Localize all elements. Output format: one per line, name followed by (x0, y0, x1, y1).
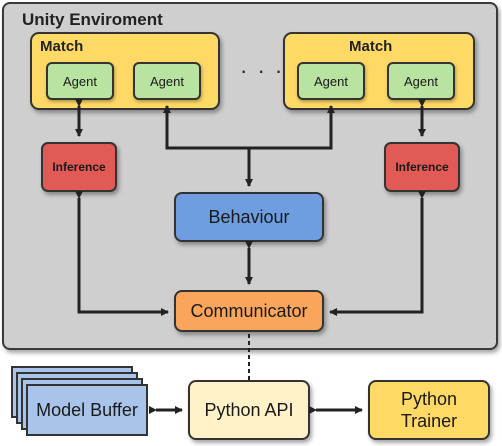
environment-title: Unity Enviroment (22, 10, 163, 29)
agent-left-1: Agent (46, 62, 114, 100)
model-buffer-box: Model Buffer (26, 384, 148, 436)
python-api-box: Python API (188, 380, 310, 440)
python-trainer-box: Python Trainer (368, 380, 490, 440)
inference-right: Inference (384, 142, 460, 192)
match-label: Match (349, 38, 393, 55)
agent-right-2: Agent (387, 62, 455, 100)
more-matches-ellipsis: · · · (240, 58, 285, 83)
agent-right-1: Agent (297, 62, 365, 100)
behaviour-box: Behaviour (174, 192, 324, 242)
python-trainer-line-2: Trainer (400, 411, 458, 431)
communicator-box: Communicator (174, 290, 324, 332)
inference-left: Inference (41, 142, 117, 192)
python-trainer-line-1: Python (400, 389, 458, 409)
match-label: Match (40, 38, 84, 55)
agent-left-2: Agent (133, 62, 201, 100)
